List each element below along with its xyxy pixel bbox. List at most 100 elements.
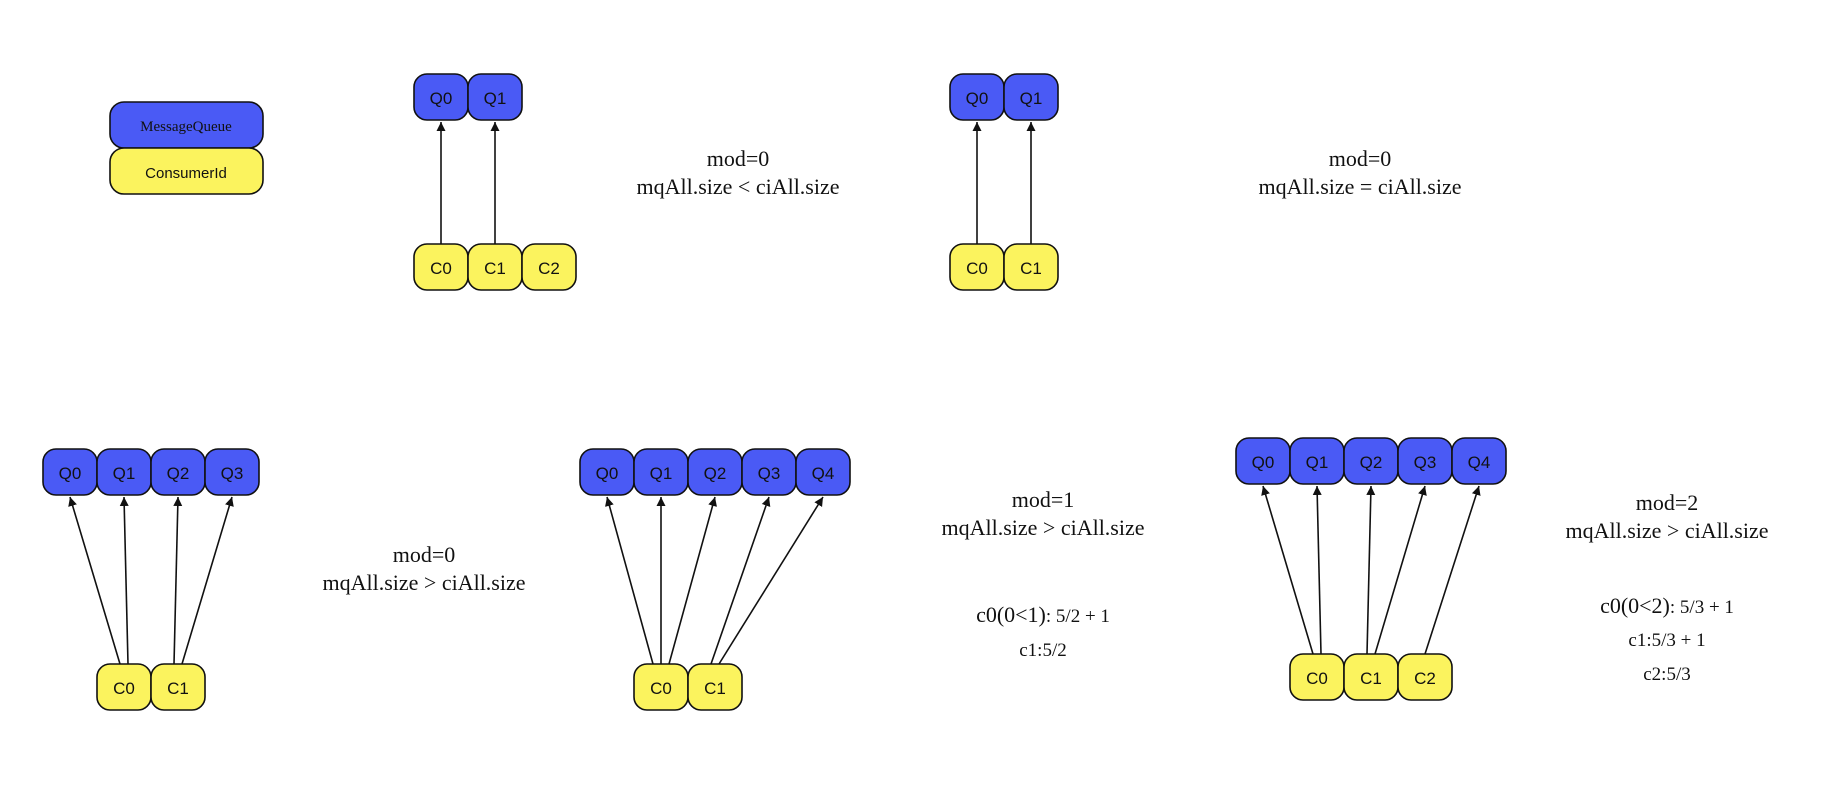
- edges: [68, 496, 234, 665]
- consumer-row: C0 C1: [633, 663, 743, 711]
- consumer-node: C0: [96, 663, 152, 711]
- queue-node: Q0: [413, 73, 469, 121]
- consumer-node: C2: [521, 243, 577, 291]
- consumer-node: C1: [150, 663, 206, 711]
- allocation-diagram-3: Q0 Q1 Q2 Q3 C0 C1 mod=0 mqAll.size > ciA…: [42, 448, 526, 711]
- consumer-node: C0: [949, 243, 1005, 291]
- assignment-arrow: [181, 496, 234, 665]
- queue-node: Q2: [687, 448, 743, 496]
- queue-label: Q4: [1468, 453, 1491, 472]
- assignment-arrow: [710, 496, 771, 665]
- queue-node: Q2: [1343, 437, 1399, 485]
- assignment-arrow: [718, 496, 824, 665]
- queue-label: Q1: [1306, 453, 1329, 472]
- legend-consumer-label: ConsumerId: [145, 165, 227, 182]
- queue-label: Q0: [430, 89, 453, 108]
- queue-label: Q3: [221, 464, 244, 483]
- consumer-label: C1: [1020, 259, 1042, 278]
- caption-condition: mqAll.size = ciAll.size: [1258, 174, 1461, 199]
- allocation-diagram-2: Q0 Q1 C0 C1 mod=0 mqAll.size = ciAll.siz…: [949, 73, 1462, 291]
- legend-queue-label: MessageQueue: [140, 119, 232, 135]
- caption-condition: mqAll.size > ciAll.size: [322, 570, 525, 595]
- assignment-arrow: [605, 496, 654, 665]
- note-line-1: c0(0<1): 5/2 + 1: [976, 602, 1110, 627]
- queue-node: Q1: [1003, 73, 1059, 121]
- note-line-2: c1:5/3 + 1: [1628, 630, 1705, 651]
- queue-label: Q1: [650, 464, 673, 483]
- allocation-diagram-4: Q0 Q1 Q2 Q3 Q4 C0 C1 mod=1 mqAll.size > …: [579, 448, 1145, 711]
- queue-label: Q1: [484, 89, 507, 108]
- consumer-row: C0 C1: [949, 243, 1059, 291]
- caption-mod: mod=2: [1636, 490, 1699, 515]
- consumer-node: C0: [633, 663, 689, 711]
- edges: [436, 122, 500, 244]
- edges: [605, 496, 824, 665]
- queue-label: Q0: [1252, 453, 1275, 472]
- queue-label: Q1: [1020, 89, 1043, 108]
- consumer-label: C1: [1360, 669, 1382, 688]
- caption-mod: mod=1: [1012, 487, 1075, 512]
- queue-label: Q1: [113, 464, 136, 483]
- queue-row: Q0 Q1 Q2 Q3 Q4: [1235, 437, 1507, 485]
- queue-node: Q0: [42, 448, 98, 496]
- consumer-node: C1: [467, 243, 523, 291]
- queue-label: Q2: [167, 464, 190, 483]
- queue-node: Q3: [741, 448, 797, 496]
- note-line-3: c2:5/3: [1643, 664, 1691, 685]
- legend-consumer-node: ConsumerId: [109, 147, 264, 195]
- consumer-label: C0: [430, 259, 452, 278]
- allocation-diagram-1: Q0 Q1 C0 C1 C2 mod=0 mqAll.size < ciAll.…: [413, 73, 840, 291]
- note-text: : 5/3 + 1: [1670, 597, 1734, 618]
- edges: [1261, 485, 1481, 655]
- assignment-arrow: [1312, 485, 1322, 655]
- consumer-label: C2: [538, 259, 560, 278]
- queue-node: Q1: [96, 448, 152, 496]
- queue-label: Q0: [596, 464, 619, 483]
- assignment-arrow: [1366, 485, 1376, 655]
- queue-node: Q0: [1235, 437, 1291, 485]
- legend: MessageQueue ConsumerId: [109, 101, 264, 195]
- caption-mod: mod=0: [393, 542, 456, 567]
- consumer-label: C1: [484, 259, 506, 278]
- caption-condition: mqAll.size < ciAll.size: [636, 174, 839, 199]
- queue-label: Q4: [812, 464, 835, 483]
- note-emphasis: c0(0<1): [976, 602, 1046, 627]
- consumer-node: C0: [413, 243, 469, 291]
- caption-condition: mqAll.size > ciAll.size: [1565, 518, 1768, 543]
- queue-node: Q1: [467, 73, 523, 121]
- consumer-row: C0 C1 C2: [413, 243, 577, 291]
- consumer-node: C1: [1003, 243, 1059, 291]
- queue-node: Q1: [1289, 437, 1345, 485]
- allocation-diagram-5: Q0 Q1 Q2 Q3 Q4 C0 C1 C2 mod=2 mqAll.size…: [1235, 437, 1769, 701]
- queue-node: Q3: [1397, 437, 1453, 485]
- queue-node: Q4: [795, 448, 851, 496]
- queue-node: Q1: [633, 448, 689, 496]
- queue-row: Q0 Q1: [949, 73, 1059, 121]
- queue-label: Q3: [758, 464, 781, 483]
- note-emphasis: c0(0<2): [1600, 593, 1670, 618]
- note-text: : 5/2 + 1: [1046, 606, 1110, 627]
- consumer-label: C0: [650, 679, 672, 698]
- assignment-arrow: [68, 496, 121, 665]
- queue-node: Q2: [150, 448, 206, 496]
- consumer-row: C0 C1 C2: [1289, 653, 1453, 701]
- queue-row: Q0 Q1 Q2 Q3: [42, 448, 260, 496]
- queue-label: Q0: [966, 89, 989, 108]
- queue-node: Q4: [1451, 437, 1507, 485]
- note-line-2: c1:5/2: [1019, 640, 1067, 661]
- consumer-label: C1: [167, 679, 189, 698]
- assignment-arrow: [1261, 485, 1314, 655]
- queue-node: Q0: [949, 73, 1005, 121]
- queue-label: Q0: [59, 464, 82, 483]
- assignment-arrow: [1374, 485, 1427, 655]
- assignment-arrow: [119, 496, 129, 665]
- consumer-label: C0: [966, 259, 988, 278]
- assignment-arrow: [173, 496, 183, 665]
- consumer-label: C1: [704, 679, 726, 698]
- caption-mod: mod=0: [707, 146, 770, 171]
- caption-condition: mqAll.size > ciAll.size: [941, 515, 1144, 540]
- caption-mod: mod=0: [1329, 146, 1392, 171]
- consumer-node: C1: [1343, 653, 1399, 701]
- assignment-arrow: [668, 496, 717, 665]
